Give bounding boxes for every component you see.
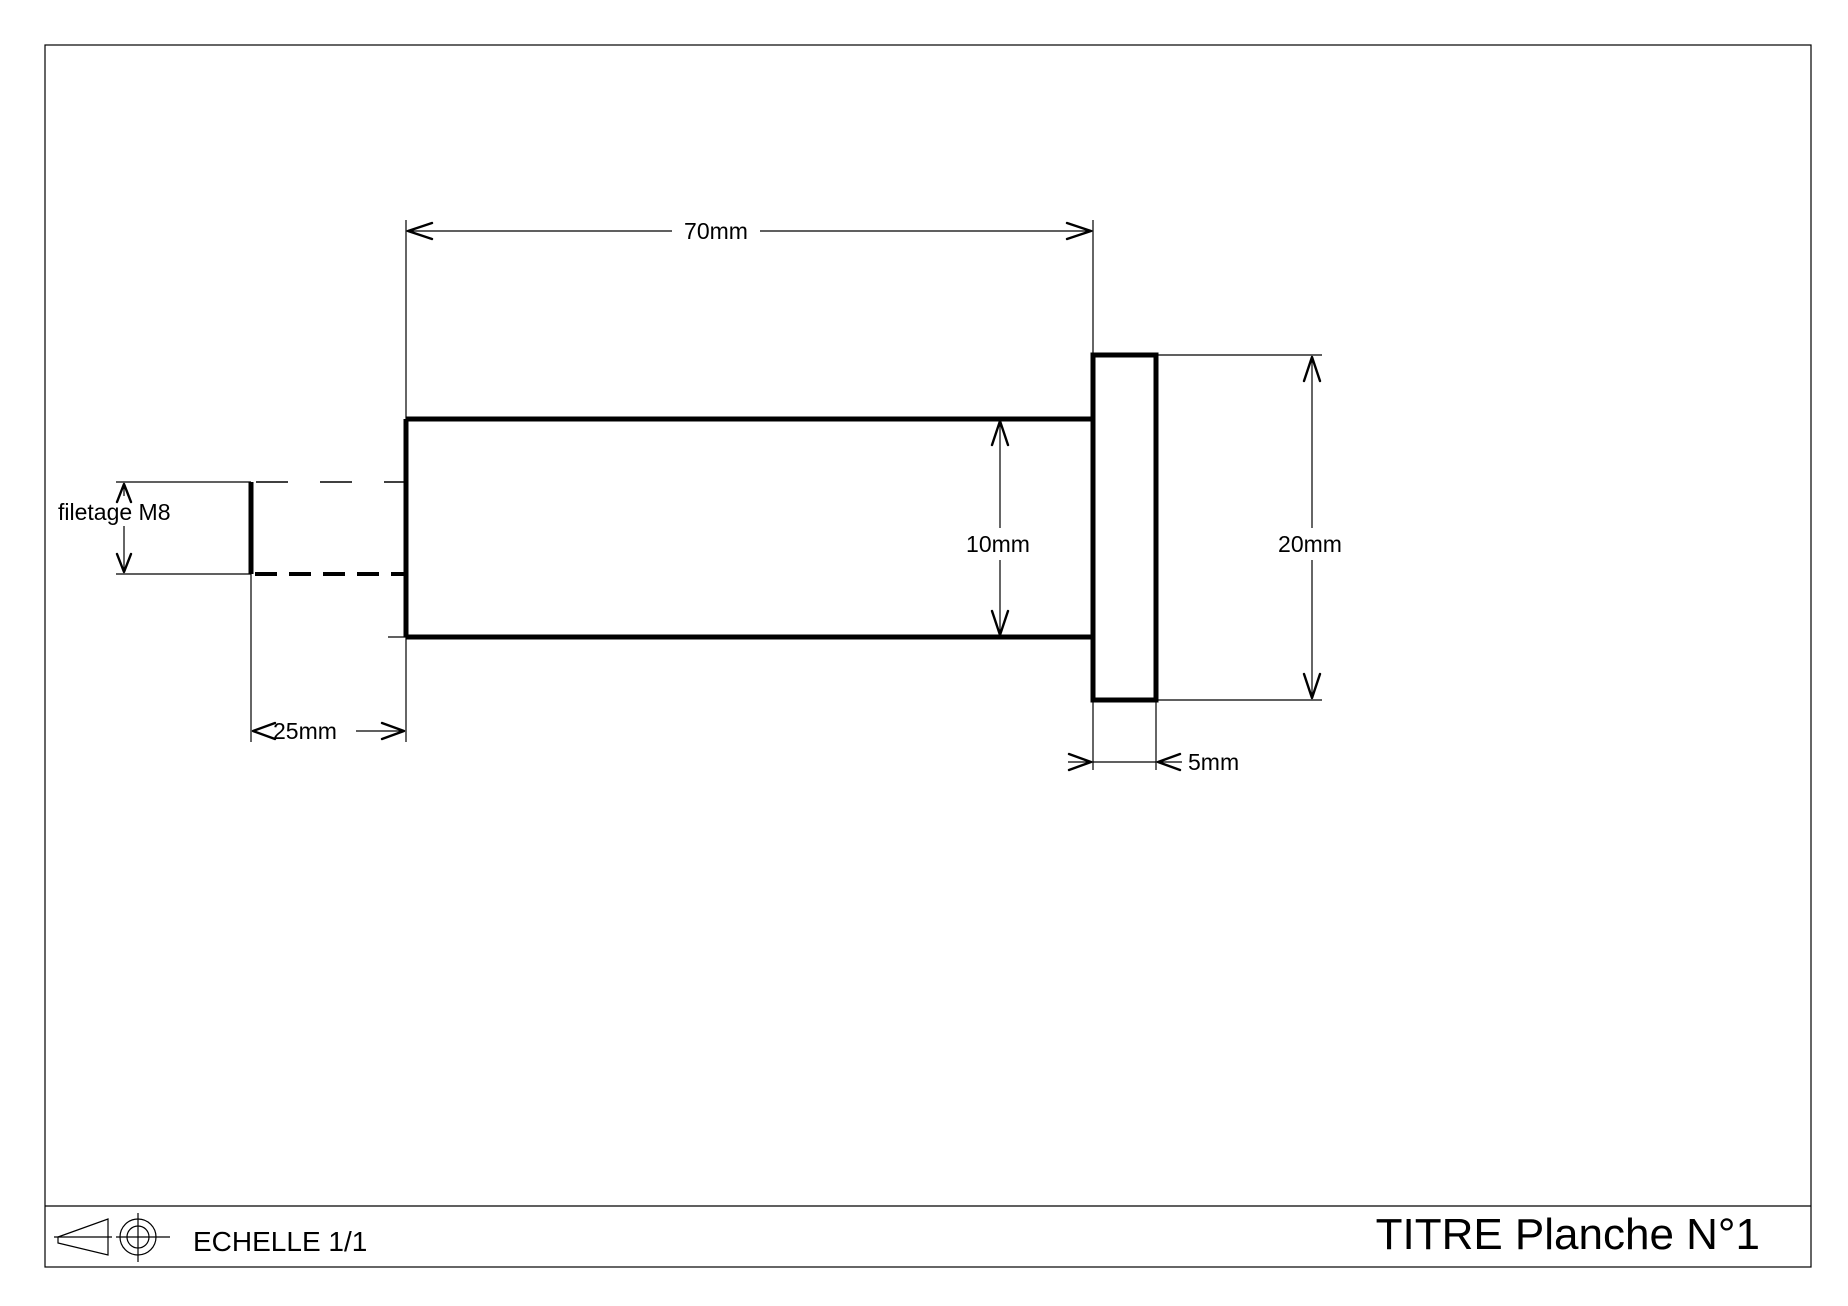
sheet-title: TITRE Planche N°1 [1376, 1210, 1760, 1259]
arrow-down-icon [990, 609, 1010, 637]
dimension-length-total: 70mm [405, 218, 1094, 419]
part-outline [248, 352, 1159, 703]
sheet-frame [44, 44, 1812, 1268]
arrow-right-icon [380, 721, 406, 741]
dimension-shaft-diameter: 10mm [966, 419, 1030, 637]
arrow-up-icon [1302, 355, 1322, 383]
arrow-up-icon [990, 419, 1010, 447]
arrow-up-icon [115, 482, 133, 504]
arrow-left-icon [406, 221, 434, 241]
arrow-left-icon [1156, 752, 1182, 772]
thread-hidden-lines [255, 481, 406, 576]
head-outline [1090, 352, 1159, 703]
scale-label: ECHELLE 1/1 [193, 1226, 367, 1257]
dimension-thread-diameter: filetage M8 [58, 481, 406, 638]
dimension-label-20: 20mm [1278, 531, 1342, 557]
dimension-label-25: 25mm [273, 718, 337, 744]
projection-symbol-icon [54, 1213, 170, 1262]
dimension-head-thickness: 5mm [1067, 700, 1239, 775]
dimension-thread-length: 25mm [250, 574, 407, 744]
dimension-label-70: 70mm [684, 218, 748, 244]
dimension-label-5: 5mm [1188, 749, 1239, 775]
arrow-left-icon [251, 721, 277, 741]
arrow-right-icon [1067, 752, 1093, 772]
arrow-down-icon [1302, 672, 1322, 700]
truncated-cone-icon [57, 1218, 109, 1256]
dimension-label-10: 10mm [966, 531, 1030, 557]
dimension-head-diameter: 20mm [1156, 354, 1342, 701]
arrow-right-icon [1065, 221, 1093, 241]
thread-label: filetage M8 [58, 499, 171, 525]
arrow-down-icon [115, 552, 133, 574]
